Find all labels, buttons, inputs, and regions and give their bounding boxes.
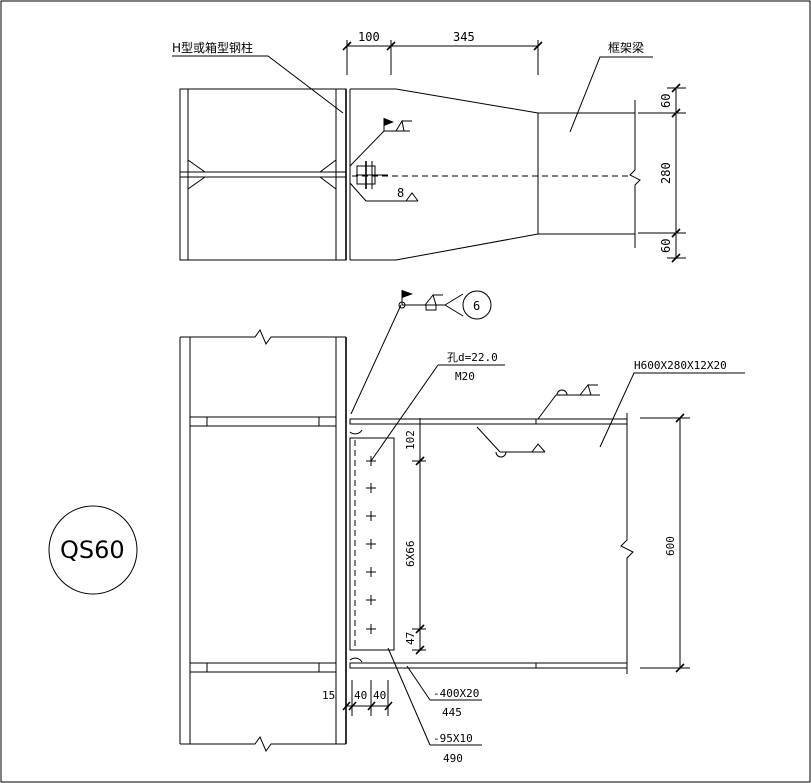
flange-weld-symbol-bottom (476, 426, 546, 458)
column-label: H型或箱型钢柱 (172, 40, 253, 55)
dim-60-top: 60 (659, 94, 673, 108)
dim-40a: 40 (354, 689, 367, 702)
dim-345: 345 (453, 30, 475, 44)
bolt (366, 511, 376, 521)
haunch-outline-bottom (350, 233, 635, 261)
column-plan (179, 88, 347, 261)
bolt (366, 483, 376, 493)
shear-plate (349, 437, 395, 651)
plate1-length: 445 (442, 706, 462, 719)
bolt-label: M20 (455, 370, 475, 383)
dim-102: 102 (404, 430, 417, 450)
plate-vertical-dimensions: 102 6X66 47 (404, 418, 426, 655)
bottom-dimension-chain: 15 40 40 (322, 680, 393, 716)
beam-label: 框架梁 (608, 40, 644, 55)
weld-size-label: 8 (397, 186, 404, 200)
dim-600: 600 (664, 536, 677, 556)
plan-view: 8 H型或箱型钢柱 框架梁 100 345 (172, 30, 686, 263)
elevation-weld-symbol: 6 (350, 290, 492, 415)
plan-weld-symbol-bottom: 8 (349, 182, 419, 202)
right-dimension-chain: 60 280 60 (638, 83, 686, 263)
bolt (366, 624, 376, 634)
dim-280: 280 (659, 162, 673, 184)
detail-id-label: QS60 (60, 536, 125, 564)
continuity-plate-bottom (189, 662, 337, 673)
beam-depth-dimension: 600 (640, 413, 690, 673)
elevation-view: 6 孔d=22.0 M20 H600X280X12X20 (179, 290, 745, 765)
shear-plate-callout: -95X10 490 (387, 647, 482, 765)
plate2-size: -95X10 (433, 732, 473, 745)
hole-label: 孔d=22.0 (447, 351, 498, 364)
dim-47: 47 (404, 632, 417, 645)
bolt-group (366, 456, 376, 634)
flange-plate-callout: -400X20 445 (406, 665, 482, 719)
haunch-outline-top (350, 88, 635, 114)
dim-15: 15 (322, 689, 335, 702)
top-dimension-chain: 100 345 (342, 30, 543, 75)
weld-detail-number: 6 (473, 299, 480, 313)
flange-weld-symbol-top (537, 383, 600, 420)
bolt (366, 595, 376, 605)
plate2-length: 490 (443, 752, 463, 765)
plan-weld-symbol-top (349, 118, 412, 167)
column-break-top (180, 328, 346, 346)
beam-section-label: H600X280X12X20 (634, 359, 727, 372)
beam-bottom-flange (349, 662, 628, 669)
dim-100: 100 (358, 30, 380, 44)
weld-detail-circle (462, 290, 492, 320)
bolt (366, 539, 376, 549)
dim-pitch: 6X66 (404, 541, 417, 568)
bolt (366, 567, 376, 577)
plate1-size: -400X20 (433, 687, 479, 700)
beam-top-flange (349, 418, 628, 425)
dim-40b: 40 (373, 689, 386, 702)
column-break-bottom (180, 735, 346, 753)
dim-60-bottom: 60 (659, 239, 673, 253)
detail-identifier: QS60 (48, 505, 138, 595)
continuity-plate-top (189, 416, 337, 427)
